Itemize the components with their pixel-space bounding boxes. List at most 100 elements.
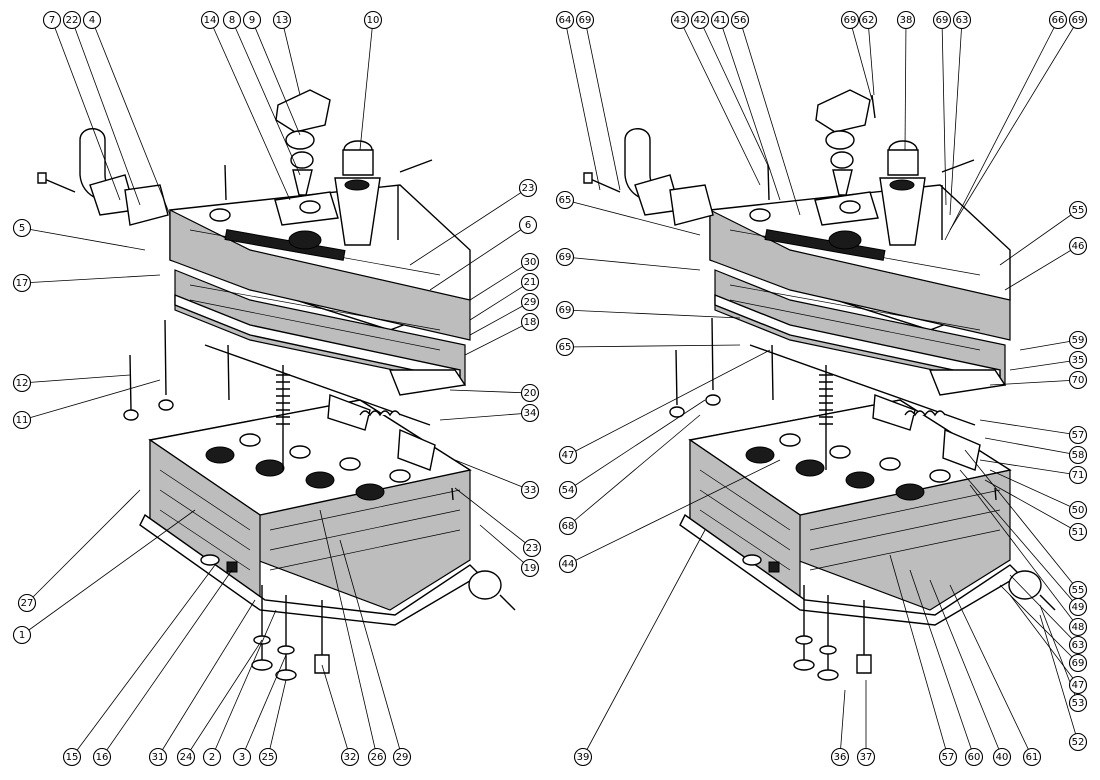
valve-set-right xyxy=(743,555,871,680)
leader-line xyxy=(564,19,601,191)
leader-line xyxy=(101,569,233,758)
callout-right-57: 57 xyxy=(938,747,958,767)
filter-canister xyxy=(335,141,380,245)
callout-number: 64 xyxy=(559,15,572,26)
leader-line xyxy=(567,414,701,527)
leader-line xyxy=(1009,594,1079,686)
callout-number: 70 xyxy=(1072,375,1085,386)
callout-circle xyxy=(690,10,710,30)
callout-circle xyxy=(555,190,575,210)
callout-right-47: 47 xyxy=(558,445,578,465)
callout-number: 16 xyxy=(96,752,109,763)
callout-right-37: 37 xyxy=(856,747,876,767)
callout-circle xyxy=(938,747,958,767)
leader-line xyxy=(454,487,533,549)
callout-circle xyxy=(1068,350,1088,370)
rocker-shaft xyxy=(205,345,435,470)
leader-line xyxy=(231,19,301,176)
leader-line xyxy=(567,349,771,456)
leader-line xyxy=(321,664,351,758)
callout-left-6: 6 xyxy=(518,215,538,235)
callout-number: 32 xyxy=(344,752,357,763)
callout-right-50: 50 xyxy=(1068,500,1088,520)
callout-number: 23 xyxy=(522,183,535,194)
leader-line xyxy=(71,19,141,206)
callout-right-64: 64 xyxy=(555,10,575,30)
callout-circle xyxy=(856,747,876,767)
leader-line xyxy=(429,224,529,291)
callout-circle xyxy=(82,10,102,30)
callout-right-49: 49 xyxy=(1068,597,1088,617)
callout-right-71: 71 xyxy=(1068,465,1088,485)
callout-number: 24 xyxy=(180,752,193,763)
callout-number: 4 xyxy=(89,15,95,26)
leader-line xyxy=(719,19,781,201)
leader-line xyxy=(281,19,301,96)
callout-right-38: 38 xyxy=(896,10,916,30)
callout-circle xyxy=(520,480,540,500)
callout-number: 58 xyxy=(1072,450,1085,461)
callout-number: 42 xyxy=(694,15,707,26)
callout-number: 2 xyxy=(209,752,215,763)
callout-right-54: 54 xyxy=(558,480,578,500)
callout-left-32: 32 xyxy=(340,747,360,767)
callout-right-51: 51 xyxy=(1068,522,1088,542)
callout-left-14: 14 xyxy=(200,10,220,30)
callout-circle xyxy=(12,373,32,393)
injector-spring xyxy=(228,345,290,470)
leader-line xyxy=(251,19,301,136)
callout-right-57: 57 xyxy=(1068,425,1088,445)
callout-number: 51 xyxy=(1072,527,1085,538)
leader-line xyxy=(739,19,801,216)
leader-line xyxy=(964,449,1079,591)
callout-circle xyxy=(202,747,222,767)
callout-number: 65 xyxy=(559,195,572,206)
callout-number: 46 xyxy=(1072,241,1085,252)
callout-number: 13 xyxy=(276,15,289,26)
callout-number: 3 xyxy=(239,752,245,763)
leader-line xyxy=(984,437,1079,456)
callout-right-36: 36 xyxy=(830,747,850,767)
leader-line xyxy=(929,579,1003,758)
callout-right-69: 69 xyxy=(555,300,575,320)
leader-line xyxy=(1004,245,1079,291)
callout-circle xyxy=(520,558,540,578)
leader-line xyxy=(699,19,771,171)
callout-circle xyxy=(62,10,82,30)
leader-line xyxy=(339,539,403,758)
leader-line xyxy=(21,509,196,636)
callout-left-18: 18 xyxy=(520,312,540,332)
leader-line xyxy=(999,209,1079,266)
callout-circle xyxy=(12,410,32,430)
callout-circle xyxy=(518,178,538,198)
callout-circle xyxy=(520,272,540,292)
callout-circle xyxy=(575,10,595,30)
callout-number: 23 xyxy=(526,543,539,554)
callout-number: 69 xyxy=(579,15,592,26)
callout-circle xyxy=(840,10,860,30)
callout-number: 7 xyxy=(49,15,55,26)
callout-circle xyxy=(520,292,540,312)
callout-number: 12 xyxy=(16,378,29,389)
callout-number: 43 xyxy=(674,15,687,26)
leader-line xyxy=(479,524,531,569)
leader-line xyxy=(564,344,741,348)
callout-left-29: 29 xyxy=(520,292,540,312)
leader-line xyxy=(904,19,907,151)
callout-right-60: 60 xyxy=(964,747,984,767)
leader-line xyxy=(21,379,161,421)
callout-number: 30 xyxy=(524,257,537,268)
callout-right-66: 66 xyxy=(1048,10,1068,30)
callout-left-9: 9 xyxy=(242,10,262,30)
right-assembly xyxy=(584,90,1055,680)
leader-line xyxy=(21,374,131,384)
callout-circle xyxy=(1022,747,1042,767)
callout-number: 11 xyxy=(16,415,29,426)
callout-number: 52 xyxy=(1072,737,1085,748)
filter-canister xyxy=(880,141,925,245)
callout-left-7: 7 xyxy=(42,10,62,30)
callout-number: 9 xyxy=(249,15,255,26)
callout-left-27: 27 xyxy=(17,593,37,613)
callout-number: 29 xyxy=(396,752,409,763)
